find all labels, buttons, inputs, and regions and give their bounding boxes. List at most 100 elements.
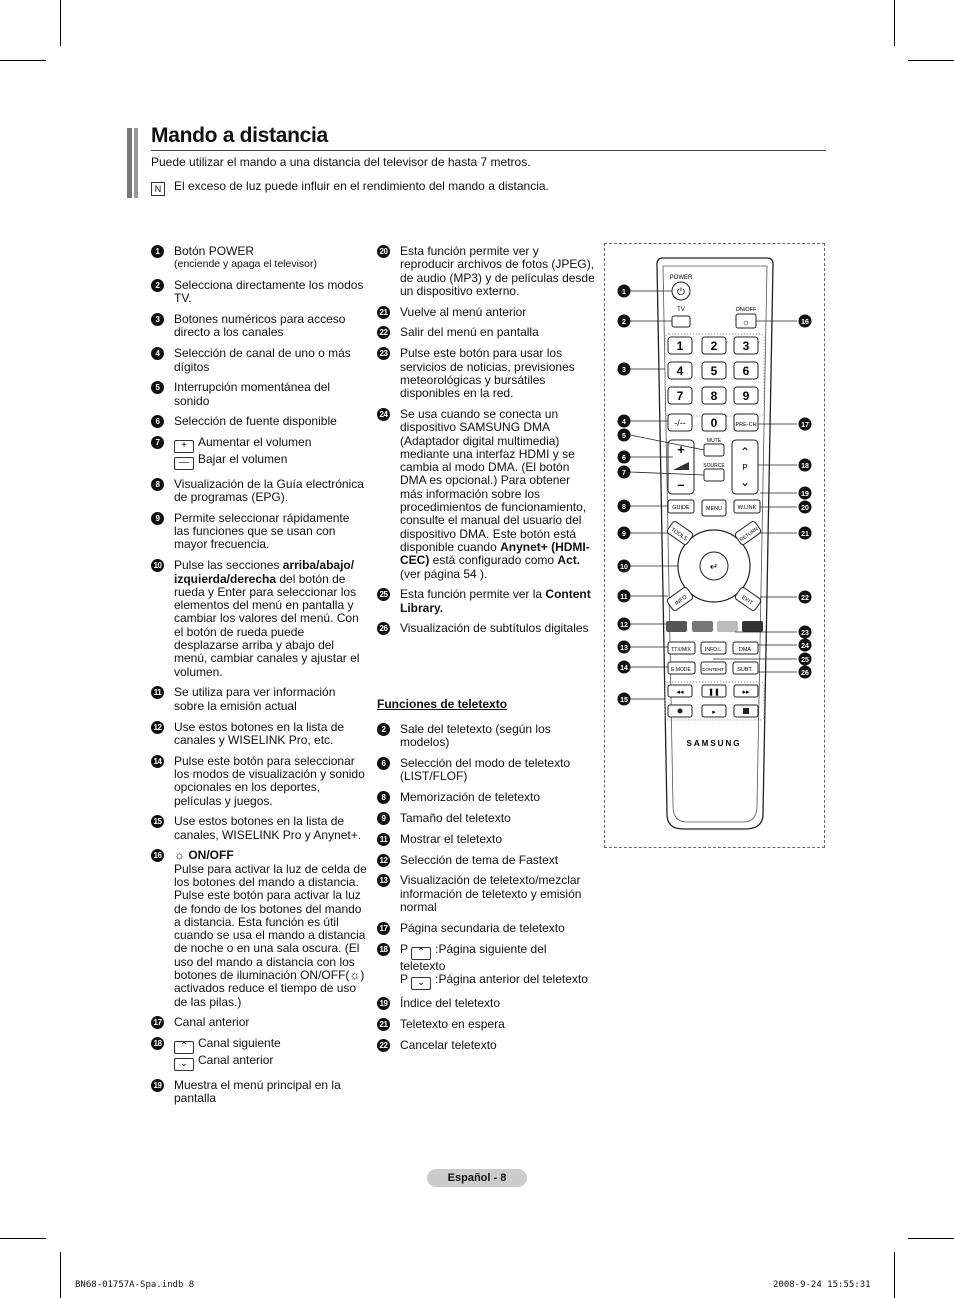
digit-label: 2	[711, 339, 718, 353]
svg-text:7: 7	[622, 470, 626, 477]
power-label: POWER	[670, 275, 693, 281]
crop-mark	[60, 1252, 61, 1298]
svg-text:19: 19	[801, 491, 809, 498]
yellow-button	[717, 621, 738, 632]
digit-label: 9	[743, 389, 750, 403]
svg-text:14: 14	[620, 665, 628, 672]
svg-text:15: 15	[620, 697, 628, 704]
svg-text:1: 1	[622, 289, 626, 296]
digit-label: 0	[711, 416, 718, 430]
digit-label: 1	[677, 339, 684, 353]
svg-text:3: 3	[622, 367, 626, 374]
crop-mark	[908, 60, 954, 61]
info-button	[666, 587, 694, 611]
list-item: 18 P ⌃:Página siguiente del teletexto P …	[377, 942, 595, 990]
content-label: CONTENT	[702, 667, 724, 672]
channel-rocker	[731, 439, 759, 495]
vol-down-icon: –	[677, 477, 684, 492]
light-icon: ☼	[349, 968, 361, 983]
source-label: SOURCE	[703, 463, 725, 469]
remote-illustration: ⏻ POWER TV ☼ ON/OFF 1 2 3 4 5 6 7 8 9 -/…	[604, 243, 825, 848]
dash-label: -/--	[674, 418, 686, 428]
callouts-right: 16 17 18 19 20 21 22 23 24 25 26	[798, 314, 812, 679]
subt-button	[732, 661, 759, 675]
power-icon: ⏻	[677, 287, 685, 298]
wlink-label: W.LINK	[738, 505, 757, 511]
e-mode-button	[667, 661, 696, 675]
tv-button	[671, 315, 691, 328]
fast-forward-icon: ▸▸	[742, 689, 750, 696]
note-text: El exceso de luz puede influir en el ren…	[174, 179, 549, 193]
print-file-info: BN68-01757A-Spa.indb 8	[75, 1280, 195, 1290]
digit-keypad: 1 2 3 4 5 6 7 8 9 -/-- 0 PRE-CH	[667, 336, 759, 432]
svg-text:5: 5	[622, 433, 626, 440]
svg-text:21: 21	[801, 531, 809, 538]
svg-text:6: 6	[622, 455, 626, 462]
svg-text:16: 16	[801, 319, 809, 326]
svg-text:25: 25	[801, 657, 809, 664]
content-button	[700, 661, 727, 675]
emode-label: E.MODE	[671, 667, 691, 673]
digit-label: 6	[743, 364, 750, 378]
chevron-down-icon: ⌄	[740, 475, 750, 489]
mute-label: MUTE	[707, 438, 722, 444]
svg-text:22: 22	[801, 595, 809, 602]
subt-label: SUBT.	[737, 667, 753, 673]
light-icon: ☼	[174, 848, 185, 863]
exit-button	[734, 587, 762, 611]
menu-button	[701, 499, 727, 517]
green-button	[692, 621, 713, 632]
dma-label: DMA	[739, 647, 752, 653]
crop-mark	[0, 60, 46, 61]
info-l-button	[700, 641, 727, 655]
svg-text:17: 17	[801, 422, 809, 429]
svg-text:13: 13	[620, 645, 628, 652]
svg-text:24: 24	[801, 643, 809, 650]
chevron-up-icon: ⌃	[740, 445, 750, 459]
list-item: 16 ☼ ON/OFF Pulse para activar la luz de…	[151, 849, 367, 1009]
light-icon: ☼	[742, 317, 750, 327]
page-title: Mando a distancia	[151, 124, 328, 147]
chevron-up-icon: ⌃	[174, 1041, 194, 1055]
digit-label: 8	[711, 389, 718, 403]
page-number-badge: Español - 8	[427, 1169, 527, 1187]
source-button	[703, 468, 725, 482]
record-icon	[677, 708, 683, 714]
list-item: 7 +Aumentar el volumen —Bajar el volumen	[151, 436, 367, 471]
digit-label: 4	[677, 364, 684, 378]
intro-text: Puede utilizar el mando a una distancia …	[151, 155, 531, 169]
callouts-left: 1 2 3 4 5 6 7 8 9 10 11 12 13 14 15	[617, 284, 631, 706]
list-item: 18 ⌃Canal siguiente ⌄Canal anterior	[151, 1037, 367, 1072]
vol-up-icon: +	[677, 442, 685, 457]
chevron-down-icon: ⌄	[174, 1058, 194, 1072]
guide-button	[667, 499, 695, 514]
stop-icon	[743, 708, 749, 714]
svg-text:11: 11	[620, 594, 628, 601]
p-label: P	[742, 463, 747, 472]
teletext-heading: Funciones de teletexto	[377, 696, 508, 711]
svg-text:20: 20	[801, 505, 809, 512]
vol-up-icon: +	[174, 440, 194, 454]
